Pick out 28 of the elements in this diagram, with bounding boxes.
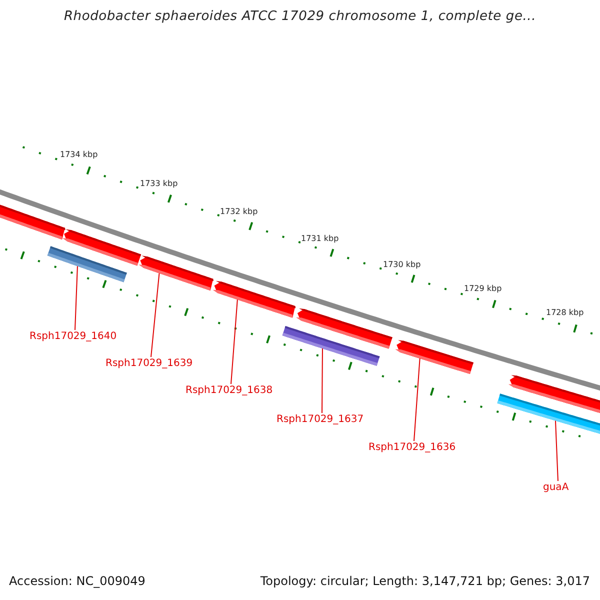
leader-line [322, 348, 323, 414]
gene-block [395, 340, 474, 374]
gene-block [212, 280, 296, 318]
gene-block [138, 256, 214, 291]
scale-label: 1734 kbp [60, 150, 98, 159]
accession-text: Accession: NC_009049 [9, 574, 146, 588]
leader-line [74, 266, 78, 330]
scale-label: 1730 kbp [383, 260, 421, 269]
map-title: Rhodobacter sphaeroides ATCC 17029 chromosome 1, complete ge... [62, 9, 538, 24]
gene-label: Rsph17029_1640 [30, 331, 117, 342]
scale-label: 1733 kbp [140, 179, 178, 188]
gene-label: Rsph17029_1639 [106, 358, 193, 369]
gene-label: Rsph17029_1638 [186, 385, 273, 396]
scale-label: 1732 kbp [220, 207, 258, 216]
genome-info-text: Topology: circular; Length: 3,147,721 bp; Genes: 3,017 [260, 574, 590, 588]
scale-label: 1731 kbp [301, 234, 339, 243]
gene-label: Rsph17029_1637 [276, 414, 364, 425]
gene-bar [47, 246, 127, 282]
leader-line [414, 358, 420, 442]
leader-line [230, 299, 238, 384]
leader-line [554, 420, 558, 482]
gene-block [296, 308, 392, 349]
gene-block [508, 375, 600, 416]
leader-line [150, 272, 160, 358]
gene-label: Rsph17029_1636 [368, 442, 456, 453]
gene-label: guaA [543, 482, 569, 493]
scale-label: 1729 kbp [464, 284, 502, 293]
scale-label: 1728 kbp [546, 308, 584, 317]
